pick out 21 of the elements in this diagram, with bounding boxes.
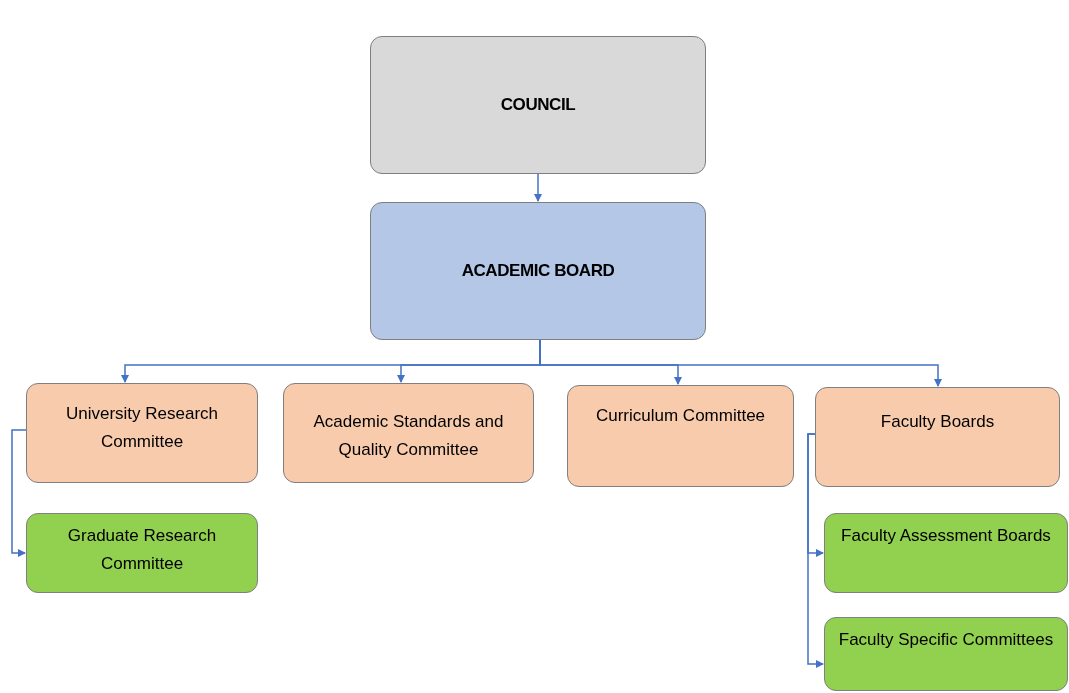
box-label: University Research Committee — [64, 403, 220, 453]
committee-box — [815, 387, 1060, 487]
committee-box — [567, 385, 794, 487]
connector-arrow — [807, 433, 824, 668]
connector-arrow — [11, 429, 27, 557]
box-label: Curriculum Committee — [595, 405, 766, 427]
committee-box — [26, 383, 258, 483]
committee-box — [26, 513, 258, 593]
committee-box — [824, 513, 1068, 593]
committee-box — [370, 36, 706, 174]
committee-box — [824, 617, 1068, 691]
box-label: COUNCIL — [500, 94, 576, 116]
box-label: Faculty Assessment Boards — [841, 525, 1051, 547]
box-label: Faculty Specific Committees — [838, 629, 1054, 651]
box-label: ACADEMIC BOARD — [461, 260, 615, 282]
box-label: Academic Standards and Quality Committee — [312, 411, 505, 461]
connector-arrow — [534, 173, 542, 202]
committee-box — [283, 383, 534, 483]
box-label: Faculty Boards — [880, 411, 995, 433]
box-label: Graduate Research Committee — [66, 525, 218, 575]
committee-box — [370, 202, 706, 340]
